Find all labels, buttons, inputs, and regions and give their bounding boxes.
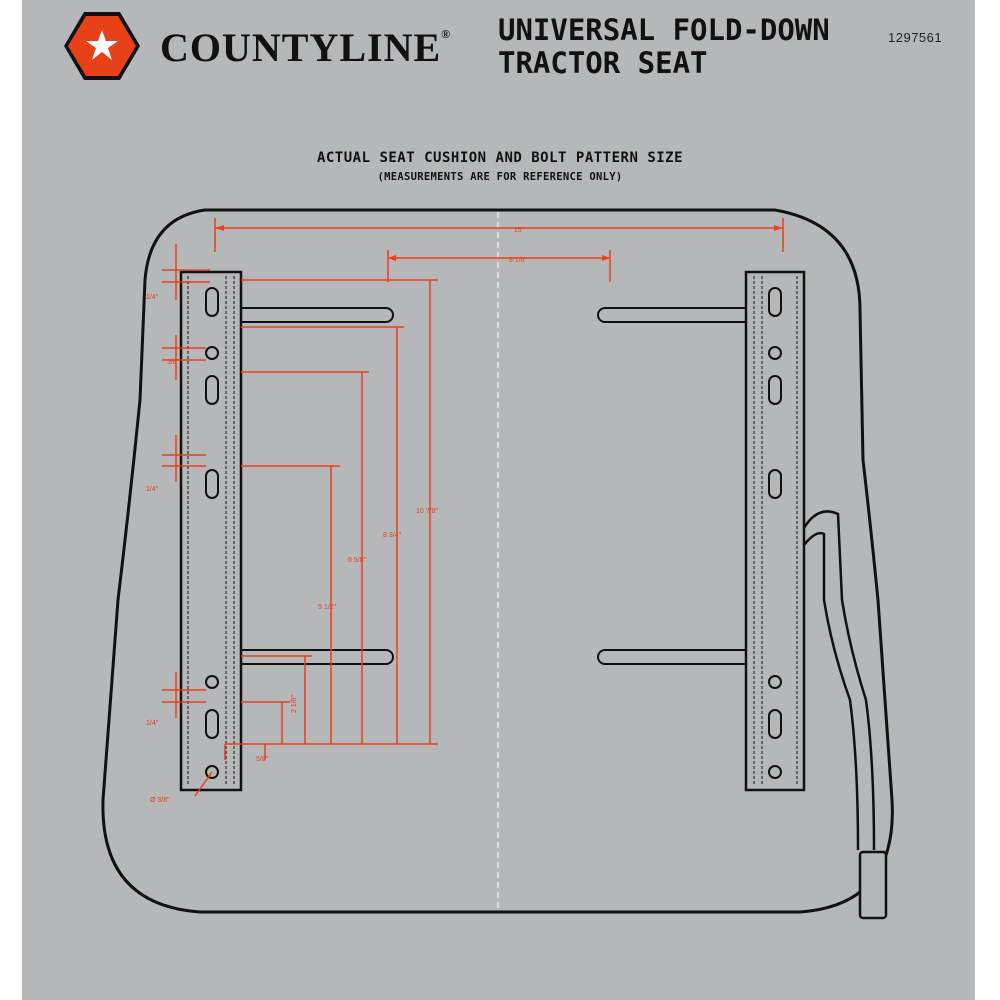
rail-slot <box>205 375 219 405</box>
dim-v5: 10 7/8" <box>416 508 438 515</box>
dim-v3: 6 5/8" <box>348 557 367 564</box>
product-title-line1: UNIVERSAL FOLD-DOWN <box>498 13 830 47</box>
dim-bottom-offset: 5/8" <box>256 756 269 763</box>
dimension-lines <box>162 218 784 797</box>
rail-slot <box>768 375 782 405</box>
dim-overall-width: 15" <box>514 227 525 234</box>
diagram-heading: ACTUAL SEAT CUSHION AND BOLT PATTERN SIZ… <box>316 150 684 166</box>
dim-v2: 5 1/2" <box>318 604 337 611</box>
lever-handle <box>858 850 888 920</box>
dim-mid-hole: 1/4" <box>146 486 159 493</box>
dim-hole-diameter: Ø 3/8" <box>150 797 170 804</box>
rail-slot <box>205 287 219 317</box>
diagram-note: (MEASUREMENTS ARE FOR REFERENCE ONLY) <box>377 171 623 183</box>
dim-v1: 2 1/8" <box>291 694 298 713</box>
rail-hole <box>768 675 782 689</box>
rail-slot <box>768 469 782 499</box>
sku-number: 1297561 <box>888 30 943 45</box>
dimension-labels: 15" 8 1/8" 1/4" 3/8" 1/4" 1/4" Ø 3/8" 5/… <box>146 227 528 804</box>
countyline-logo <box>64 12 140 80</box>
rail-hole <box>205 346 219 360</box>
dim-rail-spacing: 8 1/8" <box>509 257 528 264</box>
right-rail <box>744 270 806 792</box>
dim-v4: 8 3/4" <box>383 532 402 539</box>
left-rail <box>179 270 243 792</box>
brand-name: COUNTYLINE® <box>160 25 452 70</box>
star-icon <box>86 30 118 60</box>
rail-slot <box>768 287 782 317</box>
seat-cushion-outline <box>101 208 894 914</box>
cushion-slots <box>241 307 746 665</box>
rail-slot <box>205 469 219 499</box>
rail-hole <box>768 346 782 360</box>
product-title-line2: TRACTOR SEAT <box>498 46 708 80</box>
rail-slot <box>205 709 219 739</box>
dim-bottom-hole: 1/4" <box>146 720 159 727</box>
rail-hole <box>205 765 219 779</box>
fold-lever <box>802 510 888 920</box>
rail-hole <box>768 765 782 779</box>
rail-slot <box>768 709 782 739</box>
dim-top-hole: 1/4" <box>146 294 159 301</box>
product-title: UNIVERSAL FOLD-DOWN TRACTOR SEAT <box>498 14 830 80</box>
dim-small-hole: 3/8" <box>167 359 180 366</box>
rail-hole <box>205 675 219 689</box>
